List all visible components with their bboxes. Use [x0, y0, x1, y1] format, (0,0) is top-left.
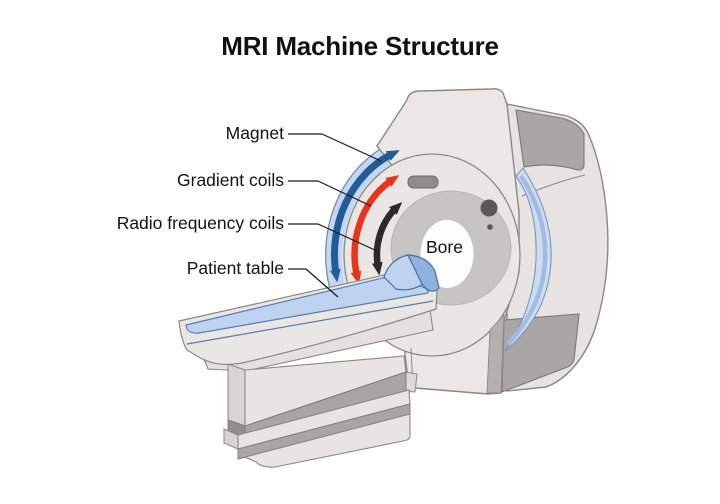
pedestal-left-face — [227, 363, 246, 427]
label-patient-table: Patient table — [186, 258, 284, 278]
patient-table — [178, 254, 440, 468]
base-front-face — [243, 413, 411, 468]
gradient-coils-leader-line — [288, 180, 372, 207]
magnet-ring-far-side — [504, 167, 552, 352]
diagram-title: MRI Machine Structure — [221, 31, 499, 61]
vent-slot — [407, 175, 439, 189]
leader-lines — [288, 133, 382, 298]
control-button — [480, 199, 498, 217]
rf-coils-leader-line — [288, 223, 378, 252]
label-bore: Bore — [426, 237, 463, 257]
table-pinstripe — [186, 300, 434, 345]
label-magnet: Magnet — [225, 123, 284, 143]
rf-coils-arrow — [371, 201, 403, 276]
label-gradient-coils: Gradient coils — [177, 170, 284, 190]
patient-table-leader-line — [288, 268, 339, 298]
far-ring-stripe — [506, 174, 548, 346]
label-rf-coils: Radio frequency coils — [116, 213, 284, 233]
coil-arrows — [329, 150, 403, 285]
foot-gap-strip — [486, 313, 505, 394]
magnet-arrow — [329, 150, 400, 283]
indicator-dot — [487, 224, 493, 230]
headrest-ramp-side — [407, 254, 440, 292]
back-body-top-panel — [515, 109, 585, 171]
front-details — [407, 175, 498, 230]
gradient-coils-arrow — [350, 175, 400, 285]
magnet-leader-line — [288, 133, 382, 162]
